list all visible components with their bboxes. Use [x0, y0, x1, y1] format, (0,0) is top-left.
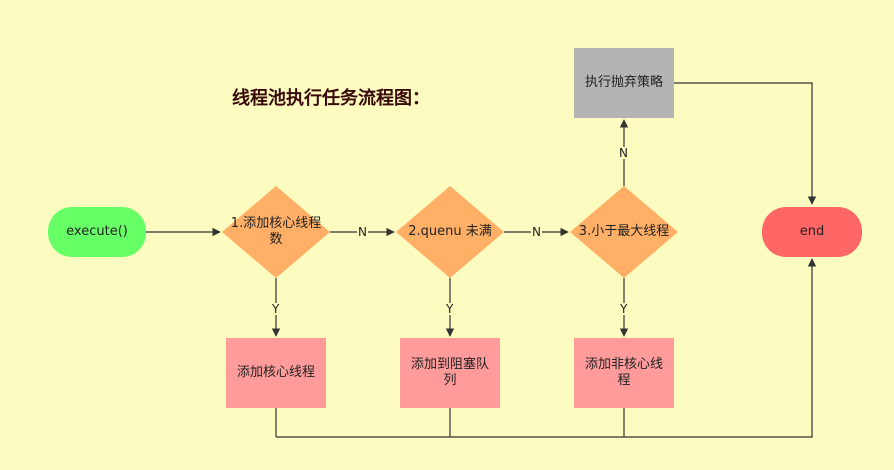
add-to-queue-box: 添加到阻塞队列: [400, 338, 500, 408]
diagram-title: 线程池执行任务流程图：: [232, 88, 430, 109]
edge-label-d1-yes: Y: [271, 302, 281, 316]
edge-reject-end: [674, 82, 817, 205]
edge-label-d2-no: N: [531, 225, 542, 239]
add-core-thread-box: 添加核心线程: [226, 338, 326, 408]
reject-policy-box: 执行抛弃策略: [574, 48, 674, 118]
decision-shape-2: [396, 186, 504, 278]
edge-label-d1-no: N: [357, 225, 368, 239]
start-node: execute(): [48, 207, 146, 257]
edge-label-d3-no: N: [618, 146, 629, 160]
add-noncore-thread-box: 添加非核心线程: [574, 338, 674, 408]
decision-label-1: 1.添加核心线程数: [230, 216, 322, 247]
decision-shape-3: [570, 186, 678, 278]
decision-label-2: 2.quenu 未满: [408, 224, 492, 239]
edge-bottom-end: [276, 258, 817, 438]
edge-label-d3-yes: Y: [619, 302, 629, 316]
decision-shape-1: [222, 186, 330, 278]
end-node: end: [762, 207, 862, 257]
decision-label-3: 3.小于最大线程: [578, 224, 670, 239]
edge-label-d2-yes: Y: [445, 302, 455, 316]
